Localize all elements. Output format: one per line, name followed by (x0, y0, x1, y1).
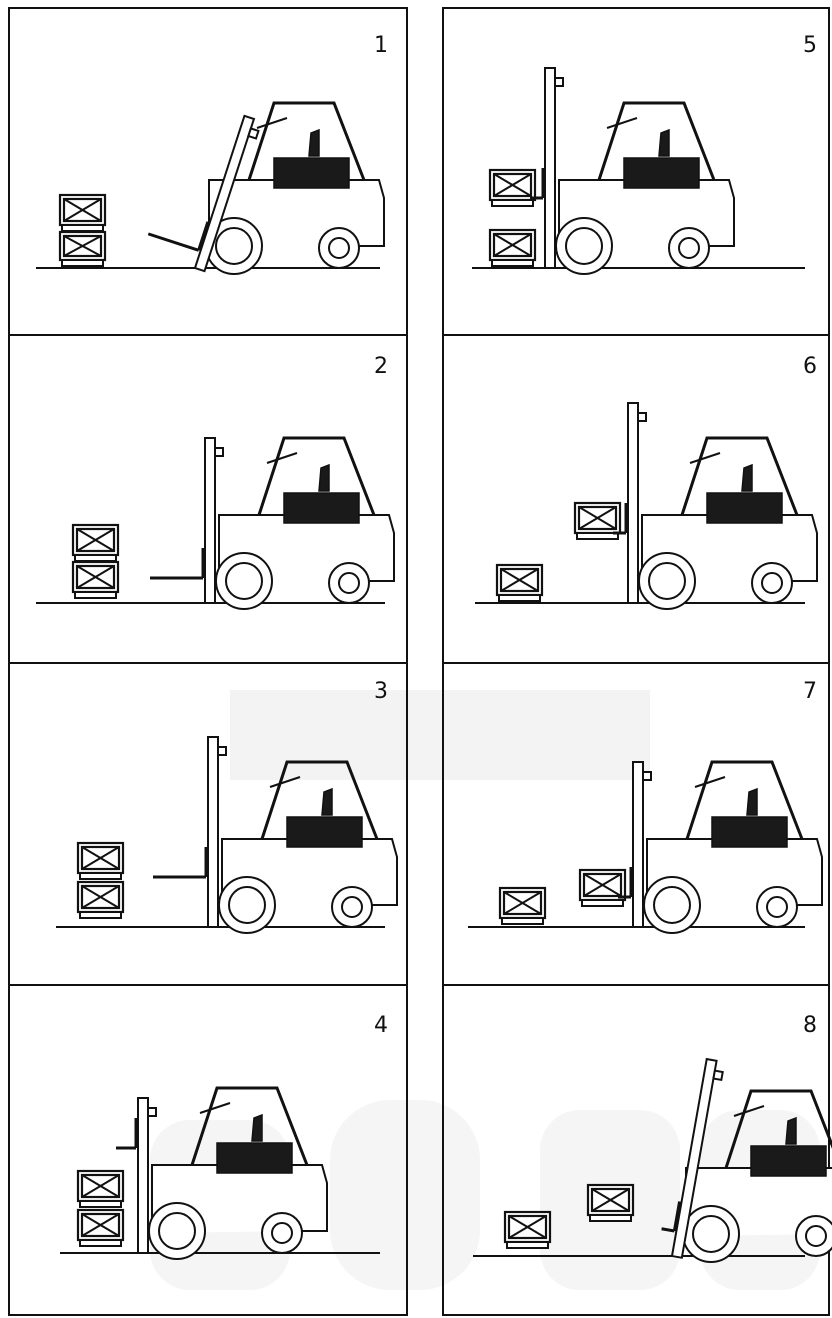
panel-number-4: 4 (374, 1013, 388, 1038)
panel-7-drawing (468, 762, 822, 933)
forklift (150, 438, 394, 609)
pallet-crate (490, 230, 535, 266)
forklift (613, 403, 817, 609)
mast (150, 438, 223, 603)
pallet-crate (490, 170, 535, 206)
panel-number-2: 2 (374, 354, 388, 379)
engine-cover (624, 158, 699, 188)
pallet-crate (78, 1210, 123, 1246)
pallet-crate (60, 195, 105, 231)
pallet-crate (60, 232, 105, 266)
pallet-crate (78, 843, 123, 879)
panel-number-1: 1 (374, 33, 388, 58)
pallet-crate (500, 888, 545, 924)
pallet-crate (588, 1185, 633, 1221)
panel-number-3: 3 (374, 679, 388, 704)
engine-cover (707, 493, 782, 523)
engine-cover (712, 817, 787, 847)
panel-number-6: 6 (803, 354, 817, 379)
forklift (618, 762, 822, 933)
panel-number-5: 5 (803, 33, 817, 58)
pallet-crate (73, 525, 118, 561)
engine-cover (284, 493, 359, 523)
engine-cover (751, 1146, 826, 1176)
pallet-crate (78, 882, 123, 918)
panel-drawings (36, 68, 832, 1262)
pallet-crate (497, 565, 542, 601)
forklift (143, 99, 384, 274)
panel-5-drawing (472, 68, 805, 274)
panel-number-8: 8 (803, 1013, 817, 1038)
engine-cover (287, 817, 362, 847)
engine-cover (274, 158, 349, 188)
panel-2-drawing (36, 438, 394, 609)
pallet-crate (505, 1212, 550, 1248)
engine-cover (217, 1143, 292, 1173)
forklift (530, 68, 734, 274)
panel-6-drawing (475, 403, 817, 609)
pallet-crate (580, 870, 625, 906)
panel-1-drawing (36, 99, 384, 274)
mast (153, 737, 226, 927)
pallet-crate (78, 1171, 123, 1207)
pallet-crate (73, 562, 118, 598)
panel-number-7: 7 (803, 679, 817, 704)
